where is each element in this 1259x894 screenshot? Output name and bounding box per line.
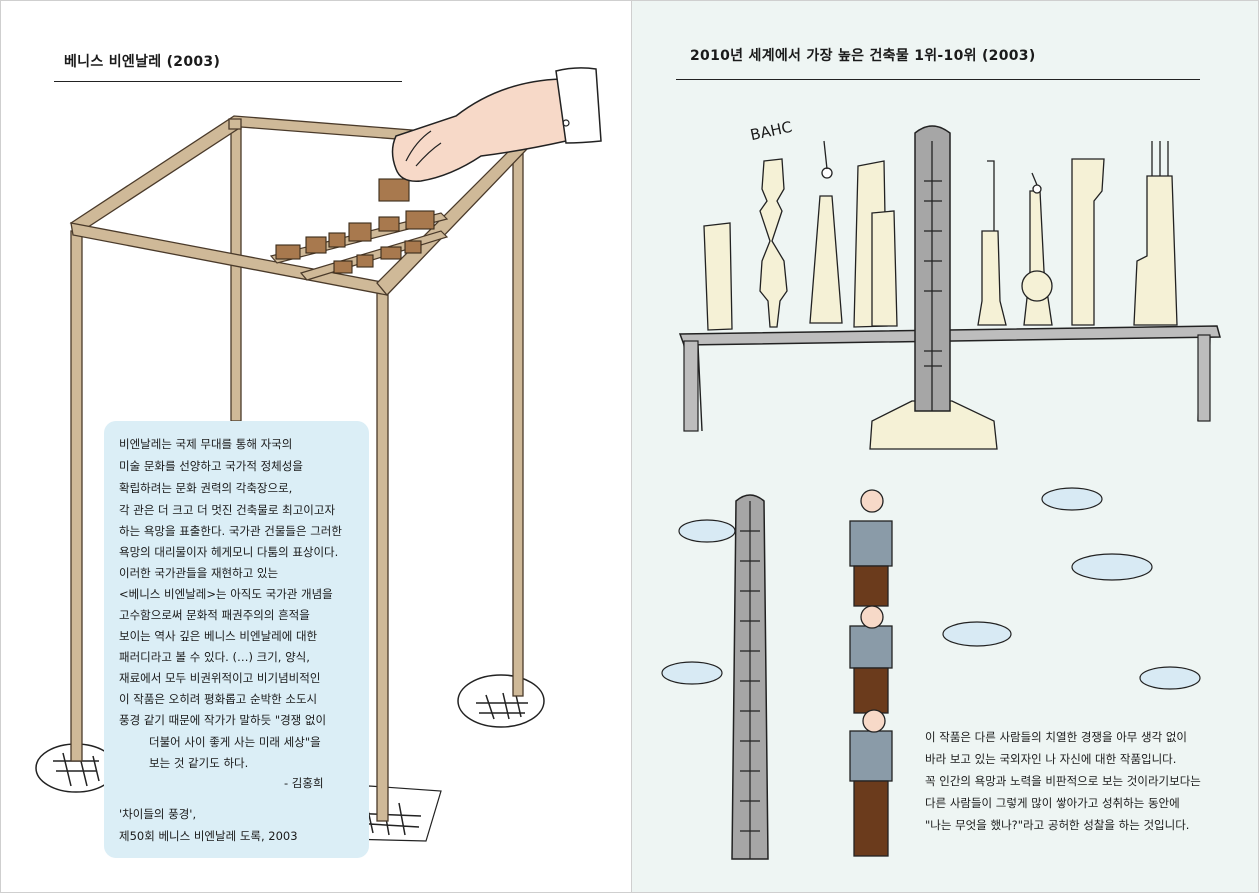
essay-text-box — [104, 421, 369, 858]
essay-line: 이러한 국가관들을 재현하고 있는 — [119, 566, 279, 580]
essay-line: 욕망의 대리물이자 헤게모니 다툼의 표상이다. — [119, 545, 339, 559]
essay-line: 각 관은 더 크고 더 멋진 건축물로 최고이고자 — [119, 503, 336, 517]
right-title-rule — [676, 79, 1200, 80]
caption-line: 바라 보고 있는 국외자인 나 자신에 대한 작품입니다. — [925, 752, 1177, 766]
essay-line: 패러디라고 볼 수 있다. (…) 크기, 양식, — [119, 650, 310, 664]
essay-line: 더불어 사이 좋게 사는 미래 세상"을 — [149, 735, 321, 749]
tallest-buildings-illustration — [661, 125, 1221, 860]
left-title-rule — [54, 81, 402, 82]
essay-line: 하는 욕망을 표출한다. 국가관 건물들은 그러한 — [119, 524, 342, 538]
essay-line: 확립하려는 문화 권력의 각축장으로, — [119, 481, 293, 495]
caption-line: 이 작품은 다른 사람들의 치열한 경쟁을 아무 생각 없이 — [925, 730, 1188, 744]
left-page-title: 베니스 비엔날레 (2003) — [64, 54, 221, 70]
right-page-title: 2010년 세계에서 가장 높은 건축물 1위-10위 (2003) — [690, 48, 1036, 64]
caption-line: "나는 무엇을 했나?"라고 공허한 성찰을 하는 것입니다. — [925, 818, 1190, 832]
essay-source: 제50회 베니스 비엔날레 도록, 2003 — [119, 829, 298, 843]
caption-line: 다른 사람들이 그렇게 많이 쌓아가고 성취하는 동안에 — [925, 796, 1180, 810]
essay-line: 풍경 같기 때문에 작가가 말하듯 "경쟁 없이 — [119, 713, 327, 727]
essay-line: <베니스 비엔날레>는 아직도 국가관 개념을 — [119, 587, 333, 601]
essay-line: 미술 문화를 선양하고 국가적 정체성을 — [119, 459, 303, 473]
essay-line: 재료에서 모두 비권위적이고 비기념비적인 — [119, 671, 321, 685]
caption-line: 꼭 인간의 욕망과 노력을 비판적으로 보는 것이라기보다는 — [925, 774, 1201, 788]
essay-author: - 김홍희 — [284, 776, 324, 790]
essay-line: 고수함으로써 문화적 패권주의의 흔적을 — [119, 608, 310, 622]
essay-line: 이 작품은 오히려 평화롭고 순박한 소도시 — [119, 692, 318, 706]
right-page: 2010년 세계에서 가장 높은 건축물 1위-10위 (2003) — [632, 0, 1259, 893]
essay-line: 보이는 역사 깊은 베니스 비엔날레에 대한 — [119, 629, 318, 643]
left-page: 베니스 비엔날레 (2003) — [0, 0, 632, 893]
essay-source: '차이들의 풍경', — [119, 807, 197, 821]
essay-line: 비엔날레는 국제 무대를 통해 자국의 — [119, 437, 293, 451]
essay-line: 보는 것 같기도 하다. — [149, 756, 249, 770]
